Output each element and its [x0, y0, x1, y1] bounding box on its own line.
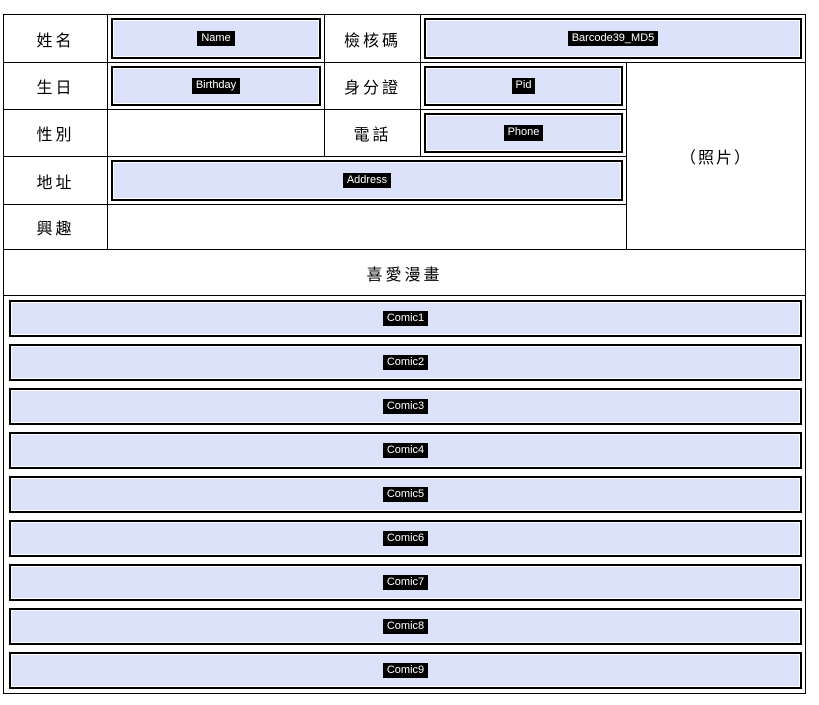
interest-empty-cell — [108, 205, 627, 249]
phone-field-cell: Phone — [421, 110, 627, 157]
name-label: 姓名 — [4, 15, 108, 63]
gender-empty-cell — [108, 110, 325, 157]
interest-label: 興趣 — [4, 205, 108, 249]
address-field[interactable]: Address — [111, 160, 623, 201]
comic7-field-value: Comic7 — [382, 574, 429, 591]
id-field-value: Pid — [511, 78, 536, 94]
comic4-field-value: Comic4 — [382, 442, 429, 459]
phone-label: 電話 — [325, 110, 421, 157]
birthday-field[interactable]: Birthday — [111, 66, 321, 106]
comic8-field-value: Comic8 — [382, 618, 429, 635]
personal-info-table: 姓名 Name 檢核碼 Barcode39_MD5 生日 Birthday 身分… — [3, 14, 806, 250]
address-label: 地址 — [4, 157, 108, 205]
comic9-field-value: Comic9 — [382, 662, 429, 679]
comic2-field[interactable]: Comic2 — [9, 344, 802, 381]
photo-placeholder-cell: （照片） — [679, 148, 752, 167]
form-content: 姓名 Name 檢核碼 Barcode39_MD5 生日 Birthday 身分… — [3, 14, 806, 694]
check-code-field[interactable]: Barcode39_MD5 — [424, 18, 802, 59]
address-field-value: Address — [342, 172, 392, 189]
comic3-field[interactable]: Comic3 — [9, 388, 802, 425]
comics-section-header: 喜愛漫畫 — [3, 250, 806, 296]
comic6-field-value: Comic6 — [382, 530, 429, 547]
phone-field[interactable]: Phone — [424, 113, 623, 153]
comic5-field[interactable]: Comic5 — [9, 476, 802, 513]
id-field[interactable]: Pid — [424, 66, 623, 106]
birthday-field-cell: Birthday — [108, 63, 325, 110]
id-label: 身分證 — [325, 63, 421, 110]
check-code-label: 檢核碼 — [325, 15, 421, 63]
comic1-field[interactable]: Comic1 — [9, 300, 802, 337]
gender-label: 性別 — [4, 110, 108, 157]
comic8-field[interactable]: Comic8 — [9, 608, 802, 645]
address-field-cell: Address — [108, 157, 627, 205]
comic7-field[interactable]: Comic7 — [9, 564, 802, 601]
id-field-cell: Pid — [421, 63, 627, 110]
birthday-label: 生日 — [4, 63, 108, 110]
birthday-field-value: Birthday — [191, 78, 241, 94]
comic4-field[interactable]: Comic4 — [9, 432, 802, 469]
check-code-field-cell: Barcode39_MD5 — [421, 15, 805, 63]
check-code-field-value: Barcode39_MD5 — [567, 30, 659, 47]
comic9-field[interactable]: Comic9 — [9, 652, 802, 689]
name-field-cell: Name — [108, 15, 325, 63]
comic3-field-value: Comic3 — [382, 398, 429, 415]
comic1-field-value: Comic1 — [382, 310, 429, 327]
phone-field-value: Phone — [503, 125, 544, 141]
comic5-field-value: Comic5 — [382, 486, 429, 503]
name-field[interactable]: Name — [111, 18, 321, 59]
comic6-field[interactable]: Comic6 — [9, 520, 802, 557]
comics-list: Comic1 Comic2 Comic3 Comic4 Comic5 Comic… — [3, 296, 806, 694]
name-field-value: Name — [197, 30, 235, 47]
comic2-field-value: Comic2 — [382, 354, 429, 371]
